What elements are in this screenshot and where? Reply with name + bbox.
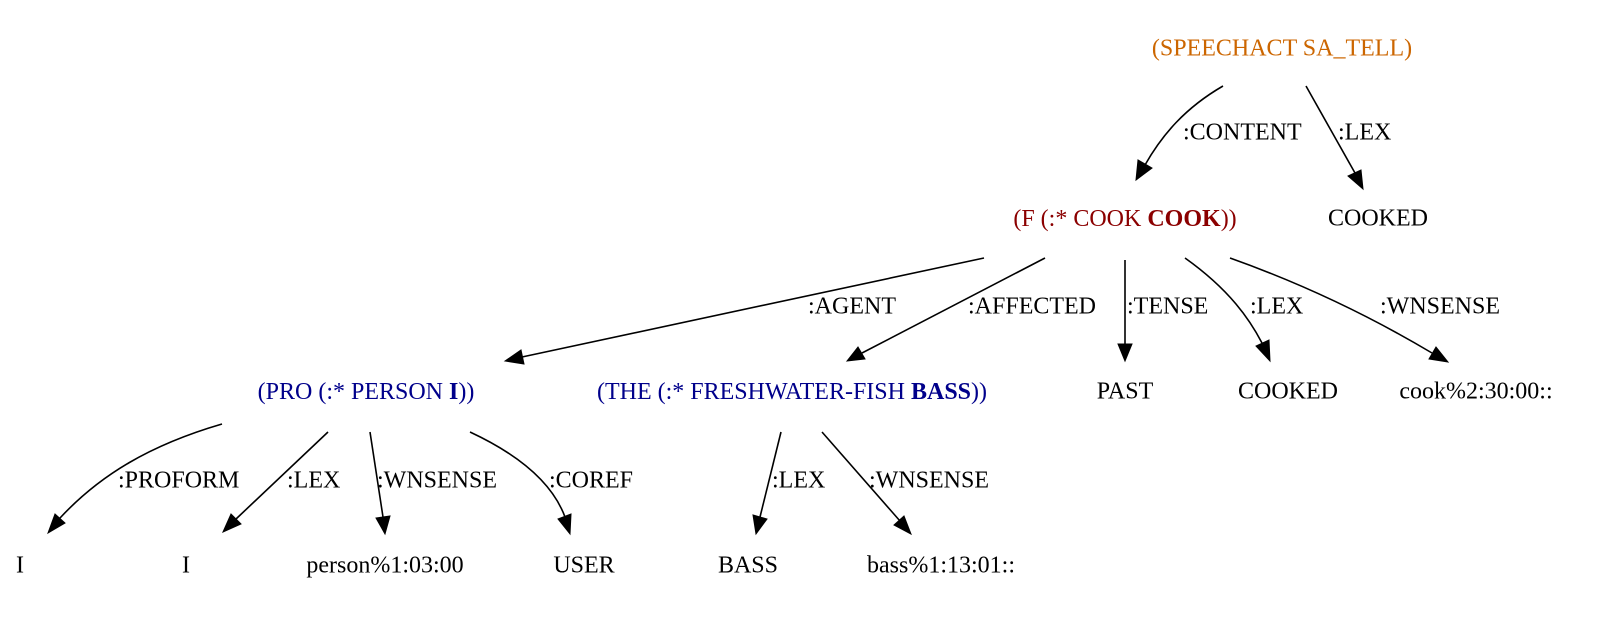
edge-label-lex-the: :LEX xyxy=(772,468,825,494)
edge-lex-pro-arrow xyxy=(222,513,242,533)
edge-lex-the xyxy=(759,431,782,518)
edge-content-arrow xyxy=(1135,159,1153,182)
edge-wnsense-the-arrow xyxy=(893,515,912,536)
node-cooked-top: COOKED xyxy=(1328,206,1428,232)
node-cooked-mid: COOKED xyxy=(1238,379,1338,405)
node-the: (THE (:* FRESHWATER-FISH BASS)) xyxy=(597,379,987,405)
edge-label-content: :CONTENT xyxy=(1183,120,1302,146)
edge-lex-the-arrow xyxy=(752,514,768,536)
edge-wnsense-mid xyxy=(1229,257,1433,354)
node-past: PAST xyxy=(1097,379,1154,405)
edge-affected-arrow xyxy=(845,346,866,362)
edge-lex-mid-arrow xyxy=(1255,339,1271,363)
edge-affected xyxy=(861,257,1046,354)
edge-label-lex-mid: :LEX xyxy=(1250,294,1303,320)
edge-lex-pro xyxy=(235,431,329,520)
edge-lex-top xyxy=(1305,85,1356,174)
edge-label-agent: :AGENT xyxy=(808,294,896,320)
node-the-pre: (THE (:* FRESHWATER-FISH xyxy=(597,379,911,405)
edge-label-wnsense-mid: :WNSENSE xyxy=(1380,294,1500,320)
node-user: USER xyxy=(553,553,614,579)
edge-wnsense-the xyxy=(821,431,901,522)
edge-lex-mid xyxy=(1184,257,1263,344)
edge-content xyxy=(1144,85,1224,166)
node-event-bold: COOK xyxy=(1147,206,1221,232)
edge-proform xyxy=(59,423,223,519)
node-the-post: )) xyxy=(971,379,987,405)
node-the-bold: BASS xyxy=(911,379,971,405)
edge-proform-arrow xyxy=(47,513,66,535)
nodes: (SPEECHACT SA_TELL) (F (:* COOK COOK)) C… xyxy=(16,36,1553,579)
edge-coref-arrow xyxy=(557,513,572,536)
node-person-sense: person%1:03:00 xyxy=(306,553,463,579)
node-bass: BASS xyxy=(718,553,778,579)
node-bass-sense: bass%1:13:01:: xyxy=(867,553,1015,579)
edge-agent-arrow xyxy=(503,349,525,365)
edge-label-proform: :PROFORM xyxy=(118,468,239,494)
node-event: (F (:* COOK COOK)) xyxy=(1013,206,1236,232)
node-i1: I xyxy=(16,553,24,579)
edge-tense-arrow xyxy=(1117,343,1133,363)
node-i2: I xyxy=(182,553,190,579)
edge-wnsense-pro-arrow xyxy=(375,515,391,536)
node-pro-pre: (PRO (:* PERSON xyxy=(258,379,449,405)
edge-label-lex-top: :LEX xyxy=(1338,120,1391,146)
edge-label-wnsense-the: :WNSENSE xyxy=(869,468,989,494)
node-speechact: (SPEECHACT SA_TELL) xyxy=(1152,36,1412,62)
edge-label-wnsense-pro: :WNSENSE xyxy=(377,468,497,494)
edge-wnsense-mid-arrow xyxy=(1428,346,1450,363)
edge-agent xyxy=(521,257,985,358)
node-cook-sense: cook%2:30:00:: xyxy=(1399,379,1552,405)
node-event-pre: (F (:* COOK xyxy=(1013,206,1147,232)
edge-wnsense-pro xyxy=(369,431,384,518)
edge-coref xyxy=(469,431,566,518)
node-pro-bold: I xyxy=(449,379,458,405)
node-pro: (PRO (:* PERSON I)) xyxy=(258,379,475,405)
edge-label-coref: :COREF xyxy=(549,468,633,494)
edge-label-tense: :TENSE xyxy=(1127,294,1208,320)
edge-labels: :CONTENT :LEX :AGENT :AFFECTED :TENSE :L… xyxy=(118,120,1500,494)
edge-lex-top-arrow xyxy=(1347,169,1364,191)
edges xyxy=(47,85,1450,536)
edge-label-lex-pro: :LEX xyxy=(287,468,340,494)
edge-label-affected: :AFFECTED xyxy=(968,294,1096,320)
node-pro-post: )) xyxy=(458,379,474,405)
node-event-post: )) xyxy=(1221,206,1237,232)
